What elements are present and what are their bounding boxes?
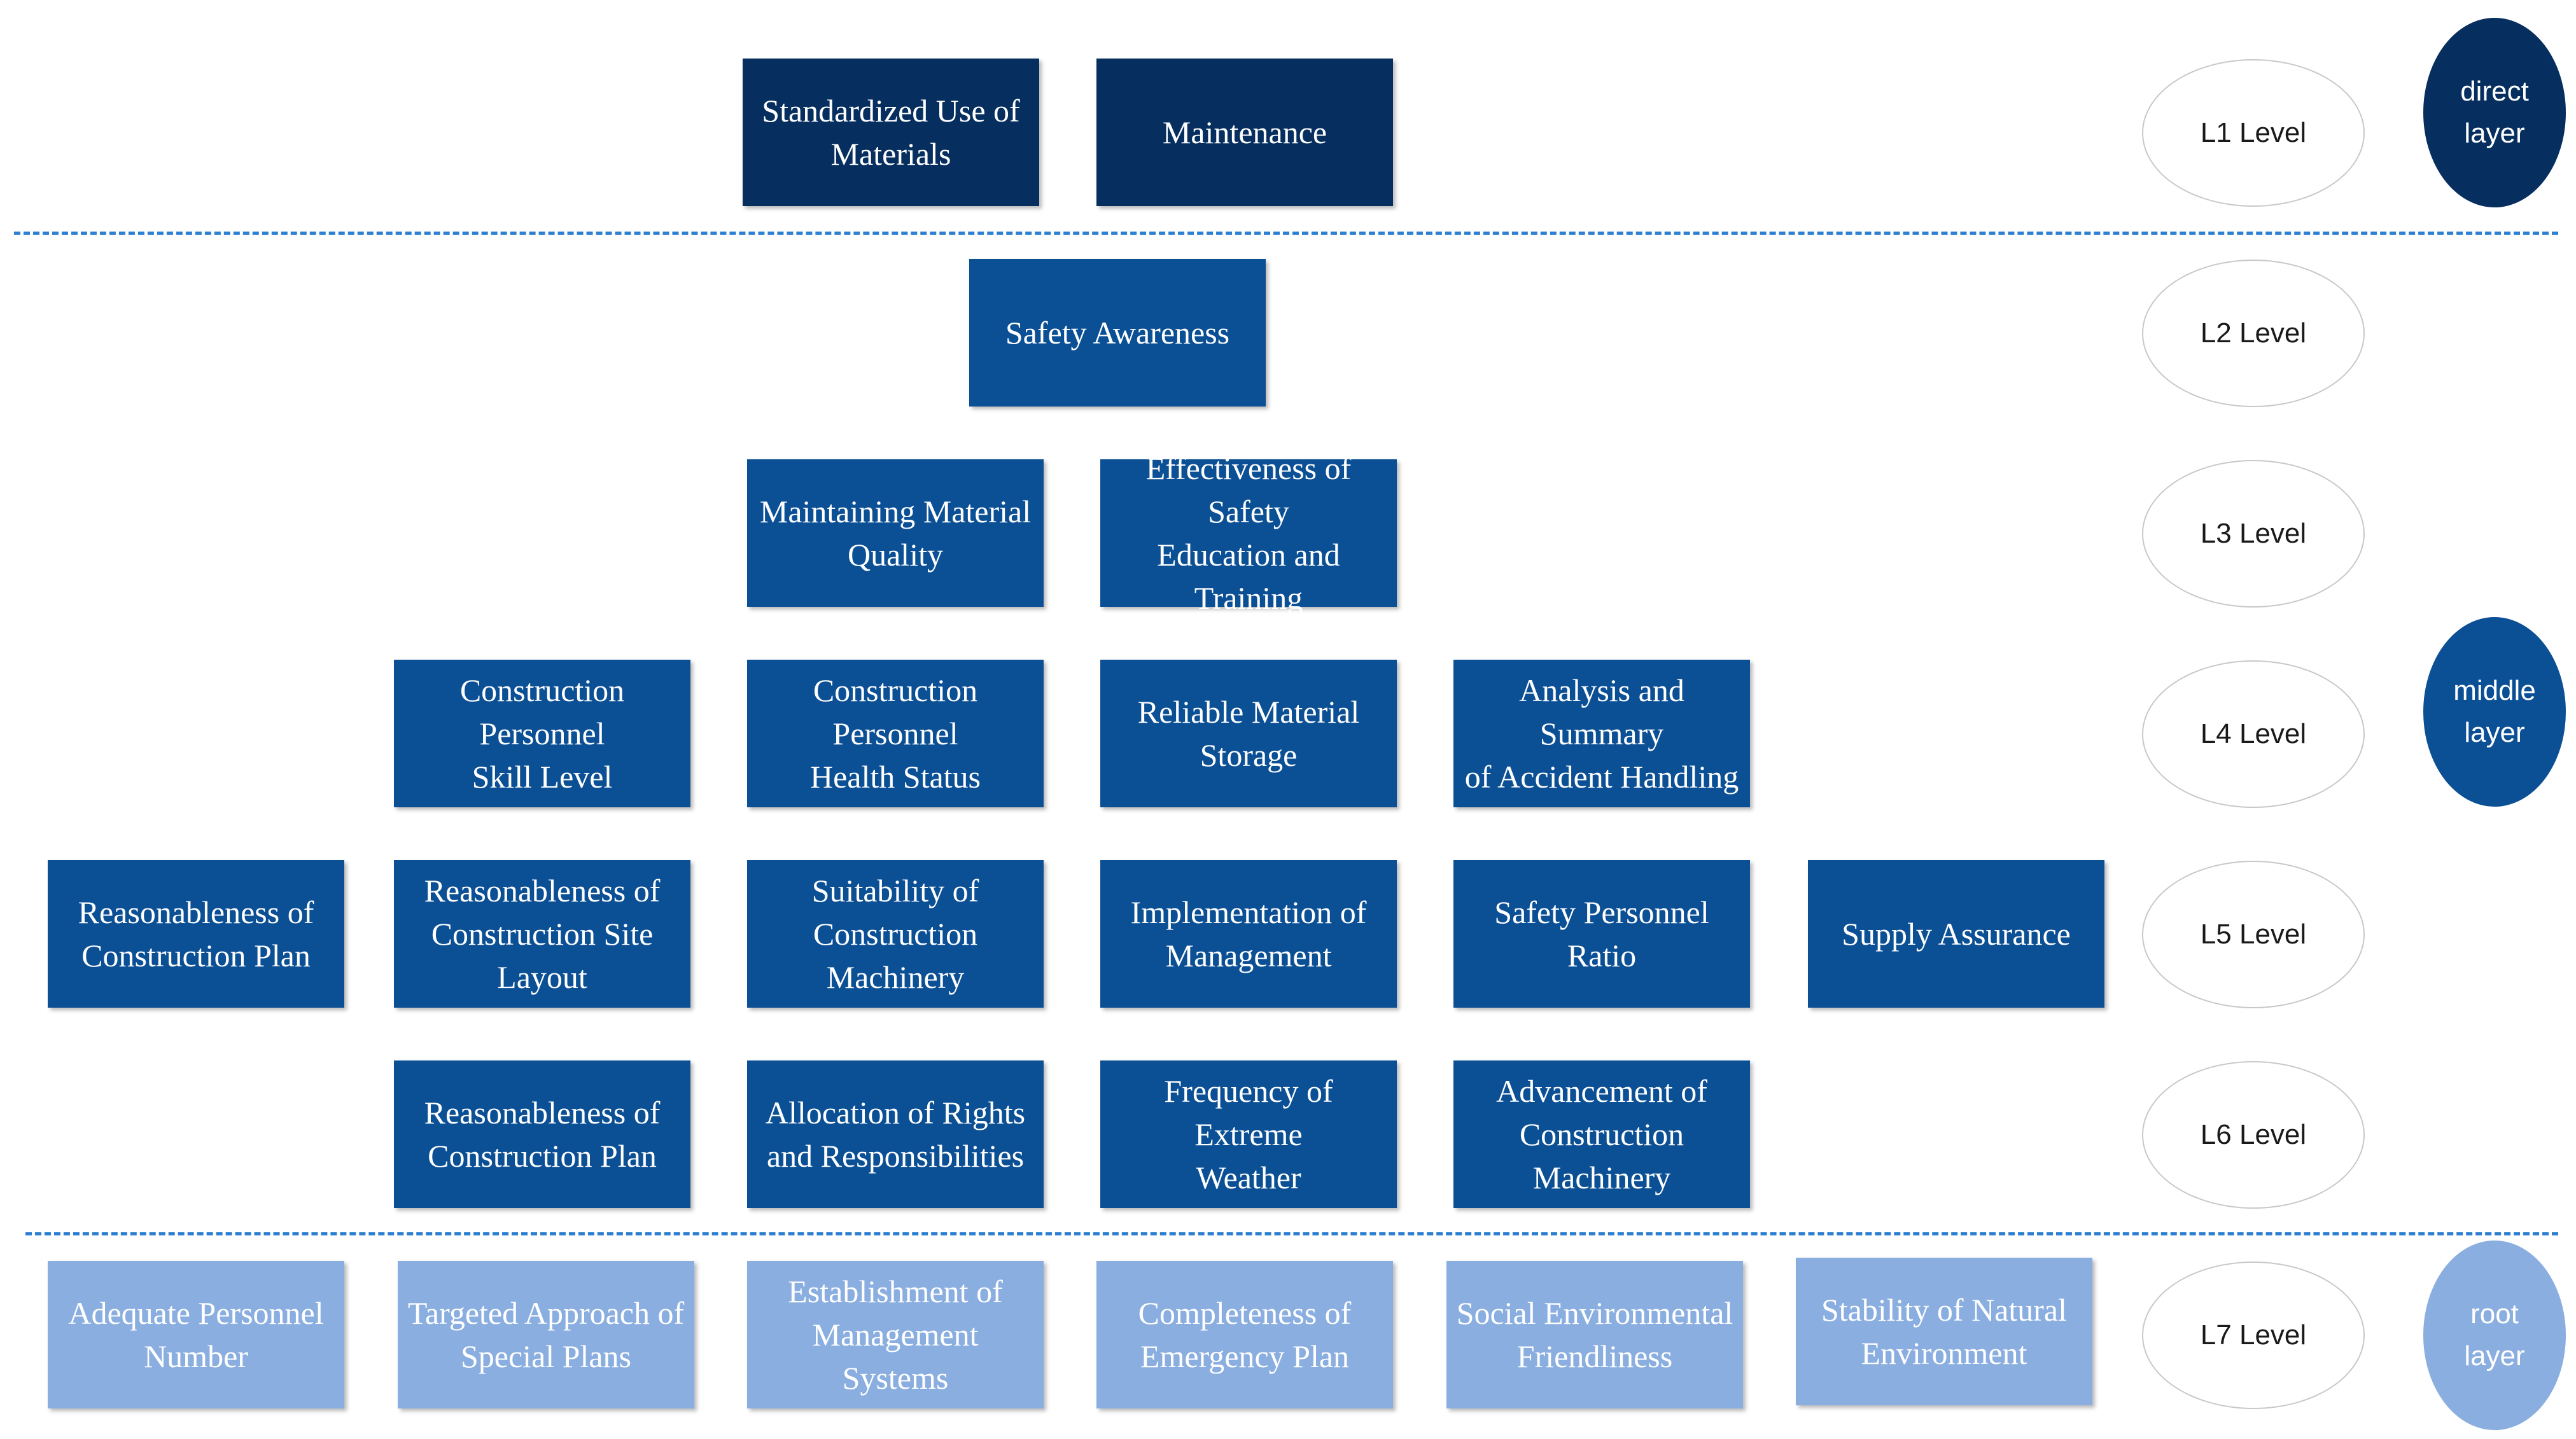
node-construction-personnel-health-status: Construction Personnel Health Status — [747, 660, 1044, 807]
node-analysis-and-summary-of-accident-handling: Analysis and Summary of Accident Handlin… — [1453, 660, 1750, 807]
level-label-l3: L3 Level — [2142, 460, 2365, 608]
level-label-l4: L4 Level — [2142, 660, 2365, 808]
node-construction-personnel-skill-level: Construction Personnel Skill Level — [394, 660, 690, 807]
node-effectiveness-of-safety-education: Effectiveness of Safety Education and Tr… — [1100, 450, 1397, 616]
layer-badge-direct: direct layer — [2423, 18, 2566, 207]
level-label-l7: L7 Level — [2142, 1262, 2365, 1409]
layer-badge-middle: middle layer — [2423, 617, 2566, 807]
layer-badge-root: root layer — [2423, 1241, 2566, 1430]
node-social-environmental-friendliness: Social Environmental Friendliness — [1446, 1261, 1743, 1408]
level-label-l5: L5 Level — [2142, 861, 2365, 1008]
divider-middle-root — [25, 1232, 2558, 1235]
node-advancement-of-construction-machinery: Advancement of Construction Machinery — [1453, 1060, 1750, 1208]
node-supply-assurance: Supply Assurance — [1808, 860, 2104, 1008]
node-reasonableness-of-construction-plan-l5: Reasonableness of Construction Plan — [48, 860, 344, 1008]
node-reasonableness-of-construction-plan-l6: Reasonableness of Construction Plan — [394, 1060, 690, 1208]
divider-direct-middle — [14, 232, 2558, 235]
node-maintenance: Maintenance — [1096, 59, 1393, 206]
level-label-l2: L2 Level — [2142, 260, 2365, 407]
node-establishment-of-management-systems: Establishment of Management Systems — [747, 1261, 1044, 1408]
node-safety-personnel-ratio: Safety Personnel Ratio — [1453, 860, 1750, 1008]
node-completeness-of-emergency-plan: Completeness of Emergency Plan — [1096, 1261, 1393, 1408]
node-reliable-material-storage: Reliable Material Storage — [1100, 660, 1397, 807]
node-maintaining-material-quality: Maintaining Material Quality — [747, 459, 1044, 607]
node-implementation-of-management: Implementation of Management — [1100, 860, 1397, 1008]
node-frequency-of-extreme-weather: Frequency of Extreme Weather — [1100, 1060, 1397, 1208]
node-allocation-of-rights-and-responsibilities: Allocation of Rights and Responsibilitie… — [747, 1060, 1044, 1208]
node-adequate-personnel-number: Adequate Personnel Number — [48, 1261, 344, 1408]
node-suitability-of-construction-machinery: Suitability of Construction Machinery — [747, 860, 1044, 1008]
node-targeted-approach-of-special-plans: Targeted Approach of Special Plans — [398, 1261, 694, 1408]
node-safety-awareness: Safety Awareness — [969, 259, 1266, 407]
node-reasonableness-of-construction-site-layout: Reasonableness of Construction Site Layo… — [394, 860, 690, 1008]
level-label-l6: L6 Level — [2142, 1061, 2365, 1209]
node-standardized-use-of-materials: Standardized Use of Materials — [743, 59, 1039, 206]
level-label-l1: L1 Level — [2142, 59, 2365, 207]
node-stability-of-natural-environment: Stability of Natural Environment — [1796, 1258, 2092, 1405]
